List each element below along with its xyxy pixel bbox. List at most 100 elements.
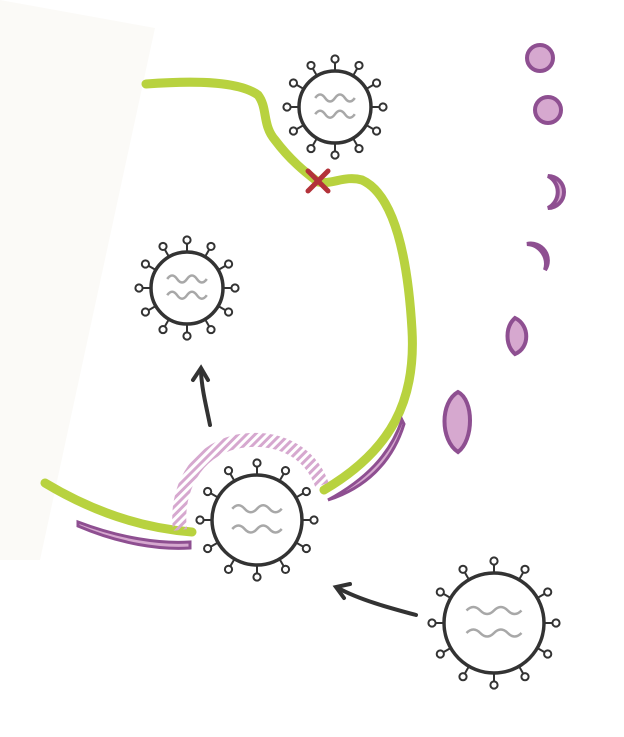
arrow-internalization: [191, 364, 212, 427]
spike-stem: [443, 593, 452, 599]
virus-icon: [195, 458, 319, 582]
spike-protein: [223, 259, 234, 269]
spike-protein: [195, 515, 205, 525]
spike-stem: [518, 665, 524, 674]
spike-stem: [536, 593, 545, 599]
spike-stem: [312, 137, 318, 146]
spike-stem: [164, 249, 170, 258]
background-panel: [0, 0, 155, 560]
spike-stem: [229, 473, 236, 482]
spike-protein: [371, 126, 382, 136]
rna-strand: [231, 504, 283, 514]
spike-protein: [203, 543, 213, 554]
spike-protein: [371, 78, 382, 88]
rna-strand: [314, 109, 356, 119]
spike-stem: [217, 265, 226, 271]
spike-stem: [164, 318, 170, 327]
spike-protein: [520, 672, 530, 682]
spike-protein: [288, 126, 299, 136]
spike-protein: [252, 572, 262, 582]
spike-stem: [295, 541, 304, 548]
spike-protein: [140, 259, 151, 269]
spike-stem: [296, 84, 305, 90]
virus-icon: [282, 54, 388, 160]
spike-stem: [518, 572, 524, 581]
spike-protein: [306, 60, 316, 71]
rna-strand: [314, 93, 356, 103]
rna-strand: [465, 605, 523, 616]
spike-stem: [464, 572, 470, 581]
spike-protein: [354, 60, 364, 71]
spike-protein: [330, 150, 340, 160]
spike-protein: [140, 307, 151, 317]
spike-protein: [182, 331, 192, 341]
spike-protein: [489, 556, 499, 566]
spike-protein: [520, 564, 530, 574]
spike-protein: [378, 102, 388, 112]
spike-protein: [435, 649, 445, 659]
spike-protein: [309, 515, 319, 525]
spike-stem: [312, 68, 318, 77]
spike-protein: [458, 564, 468, 574]
spike-stem: [204, 249, 210, 258]
spike-protein: [489, 680, 499, 690]
spike-stem: [210, 541, 219, 548]
spike-stem: [210, 492, 219, 499]
spike-stem: [443, 647, 452, 653]
spike-stem: [217, 305, 226, 311]
spike-protein: [543, 649, 553, 659]
spike-protein: [458, 672, 468, 682]
virus-envelope: [149, 250, 225, 326]
spike-protein: [280, 564, 291, 574]
rna-strand: [231, 524, 283, 534]
rna-strand: [465, 628, 523, 638]
particle-icon: [442, 43, 566, 455]
spike-protein: [306, 143, 316, 154]
virus-icon: [134, 235, 240, 341]
spike-protein: [354, 143, 364, 154]
spike-protein: [206, 324, 216, 335]
endocytic-pit: [172, 432, 329, 531]
spike-protein: [223, 564, 234, 574]
x-mark-icon: [305, 168, 331, 194]
spike-stem: [295, 492, 304, 499]
spike-protein: [551, 618, 561, 628]
spike-protein: [206, 241, 216, 252]
spike-protein: [280, 466, 291, 476]
spike-protein: [134, 283, 144, 293]
spike-protein: [435, 587, 445, 597]
spike-protein: [252, 458, 262, 468]
spike-protein: [182, 235, 192, 245]
spike-stem: [536, 647, 545, 653]
virus-envelope: [297, 69, 373, 145]
virus-envelope: [210, 473, 304, 567]
arrow-binding: [332, 582, 418, 617]
spike-stem: [278, 473, 285, 482]
spike-stem: [352, 68, 358, 77]
spike-stem: [204, 318, 210, 327]
spike-stem: [229, 558, 236, 567]
spike-protein: [288, 78, 299, 88]
spike-protein: [230, 283, 240, 293]
rna-strand: [166, 274, 208, 284]
spike-stem: [365, 84, 374, 90]
virus-icon: [427, 556, 561, 690]
spike-stem: [278, 558, 285, 567]
spike-protein: [543, 587, 553, 597]
spike-stem: [365, 124, 374, 130]
spike-protein: [158, 324, 168, 335]
spike-protein: [203, 486, 213, 497]
spike-stem: [148, 265, 157, 271]
spike-protein: [330, 54, 340, 64]
spike-stem: [464, 665, 470, 674]
spike-protein: [301, 543, 311, 554]
spike-stem: [296, 124, 305, 130]
spike-protein: [427, 618, 437, 628]
spike-stem: [148, 305, 157, 311]
spike-protein: [223, 466, 234, 476]
coat-fragment-left: [76, 519, 192, 550]
virus-envelope: [442, 571, 546, 675]
spike-protein: [158, 241, 168, 252]
coat-fragment-right: [327, 416, 406, 502]
